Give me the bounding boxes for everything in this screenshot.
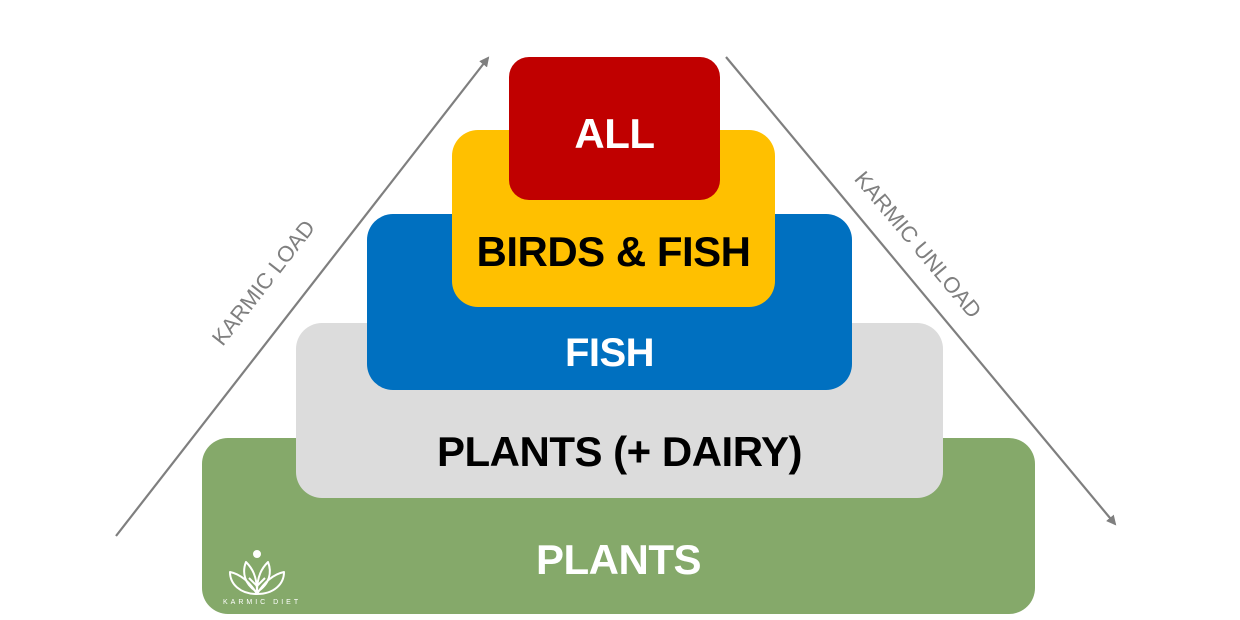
tier-plants-dairy-label: PLANTS (+ DAIRY) xyxy=(437,427,802,475)
lotus-icon xyxy=(229,550,285,595)
tier-all: ALL xyxy=(509,57,720,200)
karmic-load-arrow xyxy=(115,56,490,537)
tier-birds-fish-label: BIRDS & FISH xyxy=(476,227,751,275)
tier-all-label: ALL xyxy=(574,109,655,157)
karmic-unload-arrow xyxy=(725,56,1117,526)
tier-fish-label: FISH xyxy=(564,330,655,375)
logo-text: KARMIC DIET xyxy=(223,599,302,606)
tier-plants-label: PLANTS xyxy=(536,536,702,583)
